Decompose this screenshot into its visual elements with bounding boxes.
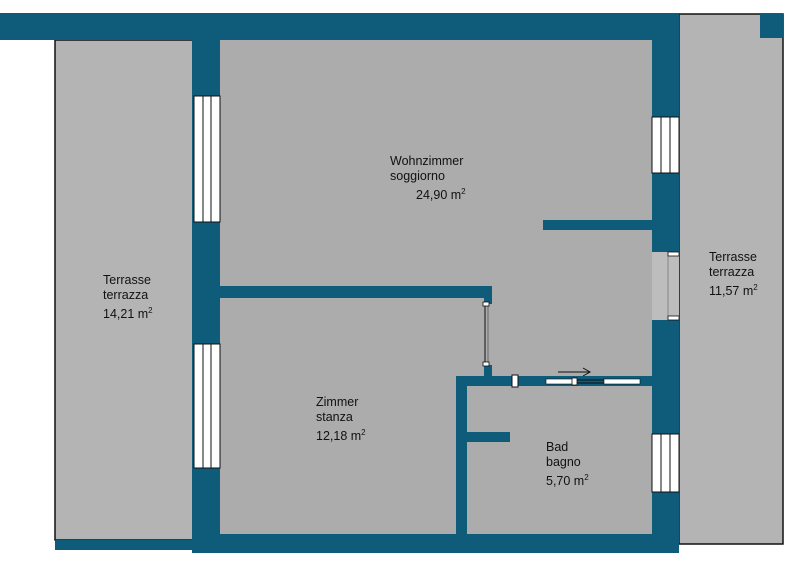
top-right-wall-stub	[760, 14, 783, 38]
zimmer-floor	[220, 298, 456, 534]
room-name-de: Terrasse	[709, 250, 757, 264]
room-name-it: stanza	[316, 410, 353, 424]
window-left-upper	[193, 95, 221, 223]
room-name-de: Terrasse	[103, 273, 151, 287]
window-left-lower	[193, 343, 221, 469]
label-zimmer: Zimmer stanza 12,18 m2	[316, 395, 366, 444]
terrace-right-floor	[678, 13, 784, 545]
room-area: 5,70 m2	[546, 473, 589, 489]
wall-bad-top	[456, 376, 516, 386]
wall-bad-left	[456, 376, 467, 534]
bad-floor	[467, 386, 652, 534]
room-name-it: soggiorno	[390, 169, 445, 183]
window-right-upper	[651, 116, 680, 174]
label-terrasse-right: Terrasse terrazza 11,57 m2	[709, 250, 758, 299]
room-name-de: Zimmer	[316, 395, 359, 409]
room-area: 11,57 m2	[709, 283, 758, 299]
label-terrasse-left: Terrasse terrazza 14,21 m2	[103, 273, 153, 322]
sliding-door-zimmer	[482, 301, 490, 367]
wall-wohn-zimmer	[220, 286, 492, 298]
sliding-door-bad	[545, 367, 641, 386]
room-area: 24,90 m2	[416, 187, 466, 203]
room-area: 12,18 m2	[316, 428, 366, 444]
wall-door-stub-bottom	[484, 365, 492, 378]
wall-door-stub-top	[484, 286, 492, 304]
top-wall-band	[0, 13, 679, 40]
wall-kitchen-stub	[543, 220, 652, 230]
room-area: 14,21 m2	[103, 306, 153, 322]
room-name-it: terrazza	[709, 265, 755, 279]
wohnzimmer-extension-floor	[492, 286, 652, 376]
room-name-it: bagno	[546, 455, 581, 469]
room-name-de: Wohnzimmer	[390, 154, 464, 168]
bad-door-jamb	[511, 374, 519, 388]
label-bad: Bad bagno 5,70 m2	[546, 440, 589, 489]
terrace-left-floor	[54, 39, 195, 541]
wall-bad-stub	[467, 432, 510, 442]
room-name-it: terrazza	[103, 288, 149, 302]
terrace-left-bottom-edge	[55, 540, 194, 550]
room-name-de: Bad	[546, 440, 569, 454]
terrace-door-right	[652, 251, 680, 321]
label-wohnzimmer: Wohnzimmer soggiorno 24,90 m2	[390, 154, 466, 203]
window-right-lower	[651, 433, 680, 493]
wohnzimmer-floor	[220, 40, 652, 286]
